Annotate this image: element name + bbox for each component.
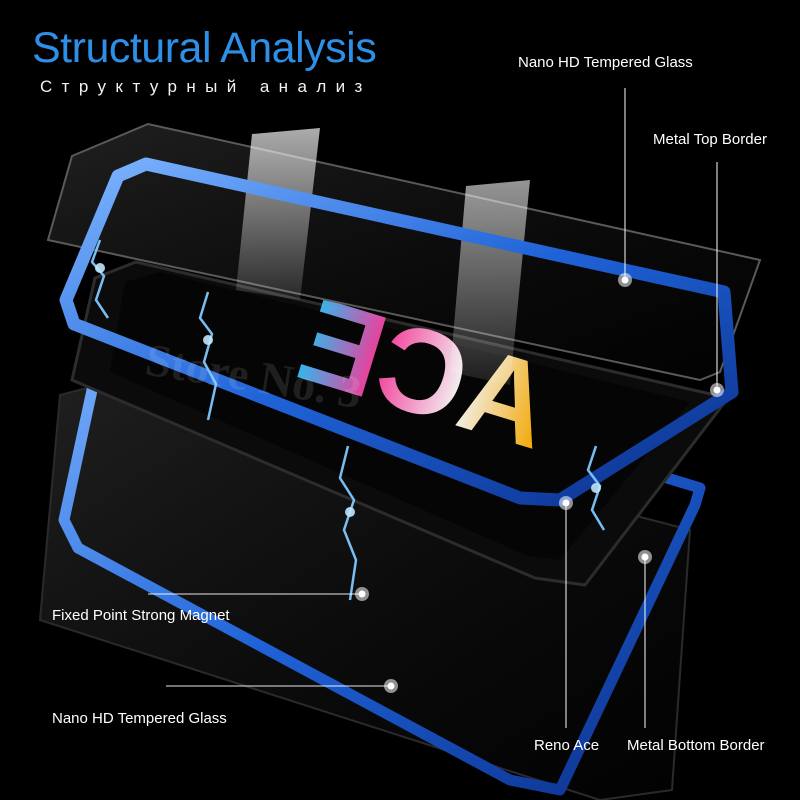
callout-bottom-border: Metal Bottom Border: [627, 737, 765, 754]
glass-glare-left: [236, 128, 320, 300]
page-subtitle: Структурный анализ: [40, 77, 372, 96]
callout-top-glass: Nano HD Tempered Glass: [518, 54, 693, 71]
callout-magnet: Fixed Point Strong Magnet: [52, 607, 230, 624]
callout-bottom-glass: Nano HD Tempered Glass: [52, 710, 227, 727]
page-title: Structural Analysis: [32, 24, 377, 72]
magnet-glows: [95, 263, 601, 517]
callout-phone: Reno Ace: [534, 737, 600, 754]
phone-screen: [110, 272, 690, 560]
callout-top-border: Metal Top Border: [653, 131, 767, 148]
callout-markers: [355, 273, 724, 693]
callout-lines: [148, 88, 718, 728]
